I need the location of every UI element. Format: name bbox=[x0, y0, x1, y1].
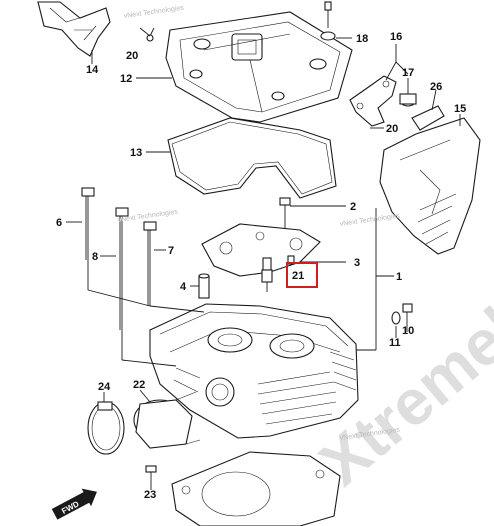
callout-14: 14 bbox=[86, 64, 99, 76]
watermark-1: vNext Technologies bbox=[123, 5, 184, 20]
callout-11: 11 bbox=[389, 337, 401, 349]
callout-20-right: 20 bbox=[386, 123, 398, 135]
part-intake-22 bbox=[133, 391, 201, 449]
part-cover-26 bbox=[411, 105, 445, 131]
callout-18: 18 bbox=[356, 33, 368, 45]
callout-15: 15 bbox=[454, 103, 466, 115]
callout-21: 21 bbox=[292, 270, 304, 282]
callouts: 14 20 12 18 16 17 26 15 20 13 6 8 7 2 3 … bbox=[56, 31, 466, 501]
callout-1: 1 bbox=[396, 271, 402, 283]
part-bolt-10 bbox=[402, 303, 413, 324]
callout-16: 16 bbox=[390, 31, 402, 43]
callout-22: 22 bbox=[133, 379, 145, 391]
part-bracket-14 bbox=[37, 1, 111, 64]
callout-13: 13 bbox=[130, 147, 142, 159]
callout-26: 26 bbox=[430, 81, 442, 93]
part-bolt-8 bbox=[115, 207, 129, 330]
callout-6: 6 bbox=[56, 217, 62, 229]
part-bracket-16 bbox=[349, 75, 397, 127]
callout-2: 2 bbox=[350, 201, 356, 213]
part-clamp-24 bbox=[87, 401, 125, 455]
part-screw-23 bbox=[145, 465, 157, 484]
callout-23: 23 bbox=[144, 489, 156, 501]
leader-lines bbox=[66, 27, 461, 490]
part-bolt-7 bbox=[143, 221, 157, 306]
part-bushing-17 bbox=[399, 93, 417, 107]
callout-21-highlight[interactable]: 21 bbox=[286, 262, 318, 288]
part-bolt-6 bbox=[81, 187, 95, 260]
part-spark-plug-21 bbox=[261, 257, 273, 292]
part-washer-11 bbox=[391, 311, 401, 325]
callout-12: 12 bbox=[120, 73, 132, 85]
callout-17: 17 bbox=[402, 67, 414, 79]
forward-badge: FWD bbox=[51, 488, 97, 520]
part-gasket-13 bbox=[167, 117, 337, 199]
part-head-cover-12 bbox=[165, 11, 353, 123]
part-bolt-20-top bbox=[146, 27, 155, 42]
part-cylinder-head bbox=[149, 303, 359, 439]
callout-24: 24 bbox=[98, 381, 111, 393]
watermark-2: vNext Technologies bbox=[339, 213, 400, 228]
callout-20-top: 20 bbox=[126, 50, 138, 62]
callout-4: 4 bbox=[180, 281, 187, 293]
part-cam-holder bbox=[201, 223, 321, 277]
part-plug-18 bbox=[320, 1, 336, 41]
callout-8: 8 bbox=[92, 251, 98, 263]
part-side-cover-15 bbox=[379, 117, 481, 255]
part-dowel-4 bbox=[198, 273, 210, 299]
part-bottom-gasket bbox=[171, 451, 341, 526]
callout-3: 3 bbox=[354, 257, 360, 269]
callout-7: 7 bbox=[168, 245, 174, 257]
callout-10: 10 bbox=[402, 325, 414, 337]
